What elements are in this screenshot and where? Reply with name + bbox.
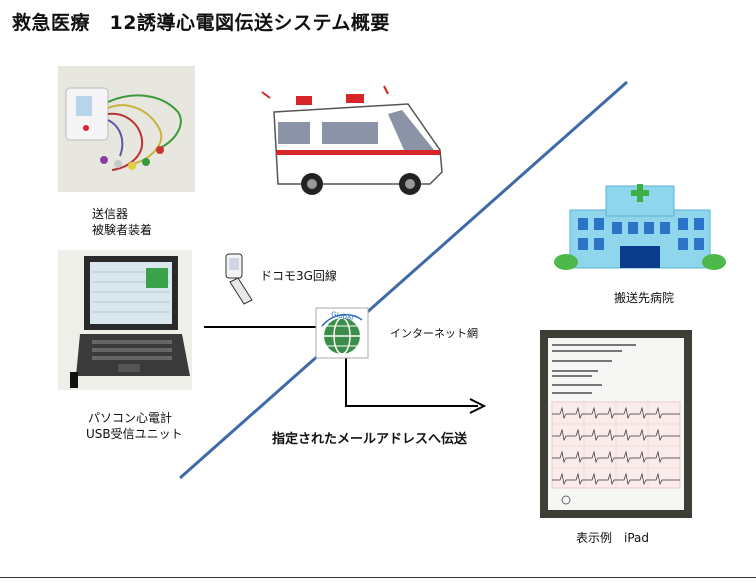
ipad-example-label: 表示例 iPad <box>576 531 650 545</box>
transmitter-label-line2: 被験者装着 <box>92 223 153 237</box>
docomo-label: ドコモ3G回線 <box>260 269 337 283</box>
globe-to-email-arrow-line <box>345 354 478 407</box>
arrowhead <box>469 398 487 414</box>
ipad-screen-photo <box>540 330 692 518</box>
transmitter-photo <box>58 66 195 192</box>
internet-label: インターネット網 <box>390 327 478 340</box>
ambulance-icon <box>261 85 443 195</box>
hospital-icon <box>554 184 726 270</box>
diagonal-divider-line <box>179 80 628 480</box>
mobile-phone-icon <box>225 253 253 305</box>
hospital-label: 搬送先病院 <box>614 291 675 305</box>
pc-label-line1: パソコン心電計 <box>88 411 173 425</box>
transmitter-label-line1: 送信器 <box>92 207 129 221</box>
page-title: 救急医療 12誘導心電図伝送システム概要 <box>12 12 390 34</box>
globe-icon: Global <box>315 307 369 359</box>
bottom-divider <box>0 577 756 578</box>
send-email-label: 指定されたメールアドレスへ伝送 <box>272 432 468 447</box>
pc-label-line2: USB受信ユニット <box>86 427 183 441</box>
laptop-photo <box>58 250 192 390</box>
